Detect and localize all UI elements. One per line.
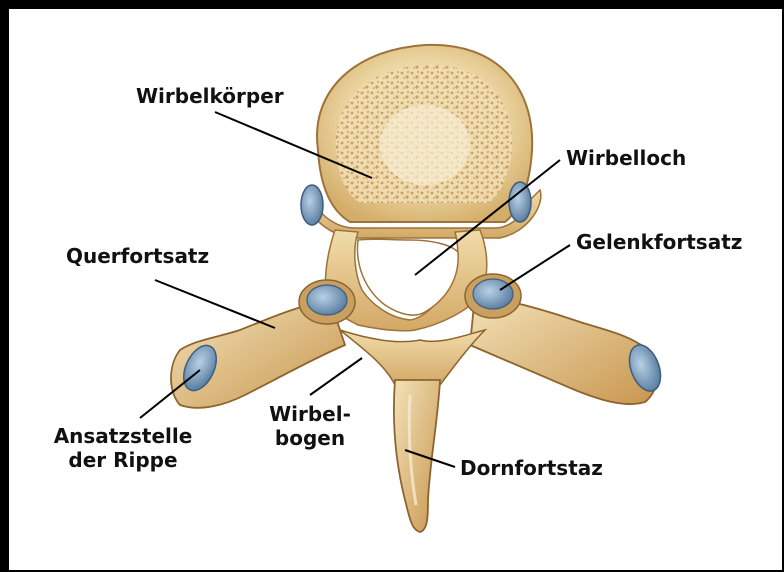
label-wirbelkoerper-text: Wirbelkörper: [136, 84, 284, 108]
label-ansatzstelle-line2: der Rippe: [48, 448, 198, 472]
label-wirbelbogen: Wirbel- bogen: [265, 402, 355, 450]
rib-facet-left: [301, 185, 323, 225]
leader-gelenkfortsatz: [500, 245, 570, 290]
rib-facet-right: [509, 182, 531, 222]
leader-wirbelbogen: [310, 358, 362, 395]
label-gelenkfortsatz: Gelenkfortsatz: [576, 230, 742, 254]
label-dornfortsatz: Dornfortstaz: [460, 456, 603, 480]
spinous-process: [394, 380, 440, 532]
label-gelenkfortsatz-text: Gelenkfortsatz: [576, 230, 742, 254]
label-wirbelloch: Wirbelloch: [566, 146, 686, 170]
label-wirbelkoerper: Wirbelkörper: [136, 84, 284, 108]
label-querfortsatz: Querfortsatz: [66, 244, 209, 268]
label-wirbelbogen-line1: Wirbel-: [265, 402, 355, 426]
label-wirbelbogen-line2: bogen: [265, 426, 355, 450]
label-querfortsatz-text: Querfortsatz: [66, 244, 209, 268]
label-ansatzstelle-line1: Ansatzstelle: [48, 424, 198, 448]
label-wirbelloch-text: Wirbelloch: [566, 146, 686, 170]
vertebral-arch: [340, 330, 485, 385]
leader-querfortsatz: [155, 280, 275, 328]
label-dornfortsatz-text: Dornfortstaz: [460, 456, 603, 480]
label-ansatzstelle: Ansatzstelle der Rippe: [48, 424, 198, 472]
